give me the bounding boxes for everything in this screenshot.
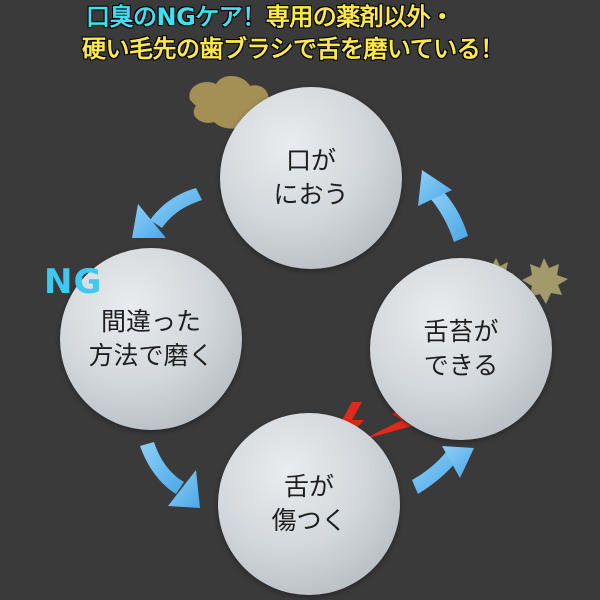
cycle-node-tongue-coating: 舌苔が できる (370, 258, 552, 440)
node-label-line: 舌が (283, 472, 334, 501)
node-label: 舌が 傷つく (271, 470, 346, 538)
node-label-line: 傷つく (271, 506, 347, 535)
cycle-arrow-icon (140, 442, 200, 508)
cycle-arrow-icon (132, 188, 202, 238)
node-label-line: 間違った (100, 307, 201, 336)
cycle-node-mouth-smells: 口が におう (220, 87, 402, 269)
node-label: 口が におう (273, 144, 348, 212)
cycle-arrow-icon (412, 446, 474, 494)
cycle-node-wrong-brushing: 間違った 方法で磨く (60, 248, 242, 430)
node-label-line: 舌苔が (423, 317, 499, 346)
title-ng-care: 口臭のNGケア！ (86, 3, 266, 31)
node-label-line: におう (273, 180, 349, 209)
title-line-2: 硬い毛先の歯ブラシで舌を磨いている！ (82, 35, 504, 63)
node-label-line: できる (423, 351, 499, 380)
cycle-arrow-icon (418, 170, 468, 242)
node-label: 舌苔が できる (423, 315, 498, 383)
node-label: 間違った 方法で磨く (88, 305, 213, 373)
ng-label: NG (44, 262, 103, 302)
title-line-1-rest: 専用の薬剤以外・ (265, 3, 455, 31)
title-line-1: 口臭のNGケア！専用の薬剤以外・ (86, 2, 454, 32)
node-label-line: 方法で磨く (88, 341, 214, 370)
cycle-node-tongue-damaged: 舌が 傷つく (218, 413, 400, 595)
node-label-line: 口が (285, 146, 336, 175)
